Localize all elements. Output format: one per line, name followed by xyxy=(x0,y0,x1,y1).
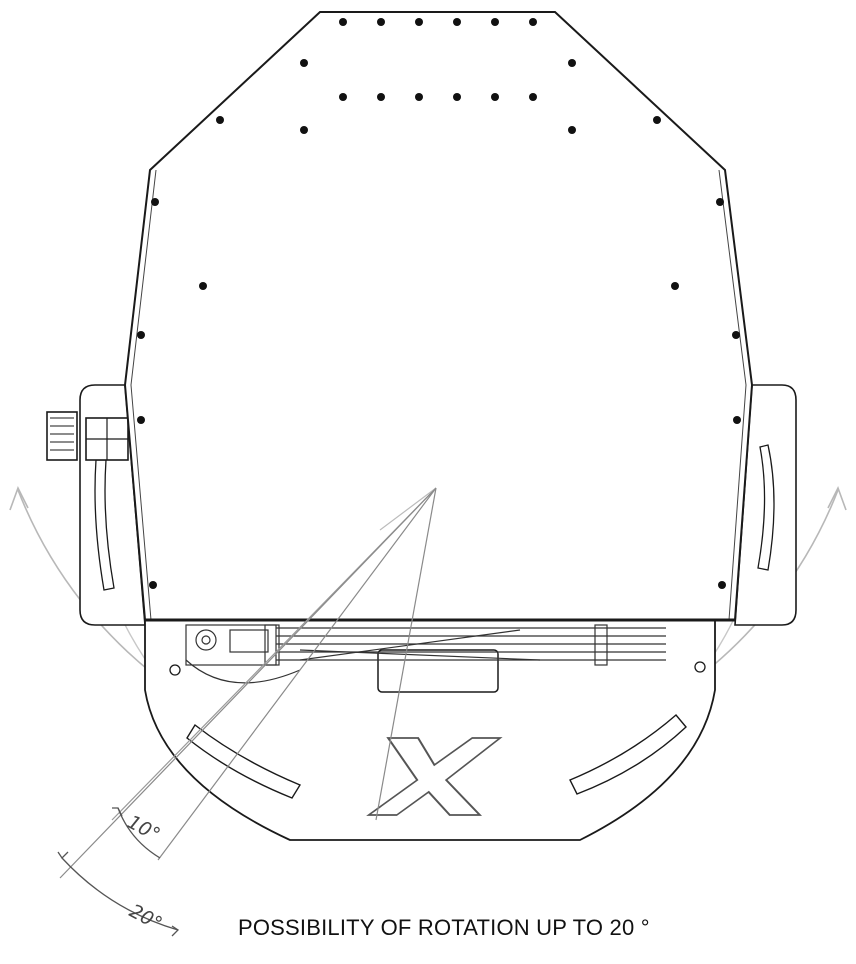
right-side-bracket xyxy=(734,384,797,626)
left-side-bracket xyxy=(46,384,146,626)
outer-arc-arrowhead-left xyxy=(9,485,29,511)
mechanism-strip xyxy=(185,624,666,684)
dimension-arcs xyxy=(57,807,180,937)
rotation-caption: POSSIBILITY OF ROTATION UP TO 20 ° xyxy=(238,915,650,940)
turntable-plate xyxy=(144,619,716,841)
mounting-bolts xyxy=(137,18,741,589)
main-body xyxy=(123,11,754,622)
angle-lines xyxy=(59,487,437,879)
left-plate-slot xyxy=(186,723,302,799)
angle-label-10: 10° xyxy=(124,811,164,846)
angle-label-20: 20° xyxy=(126,900,166,935)
outer-arc-arrowhead-right xyxy=(827,485,847,511)
right-plate-slot xyxy=(569,714,687,795)
logo-x: X xyxy=(366,737,503,816)
